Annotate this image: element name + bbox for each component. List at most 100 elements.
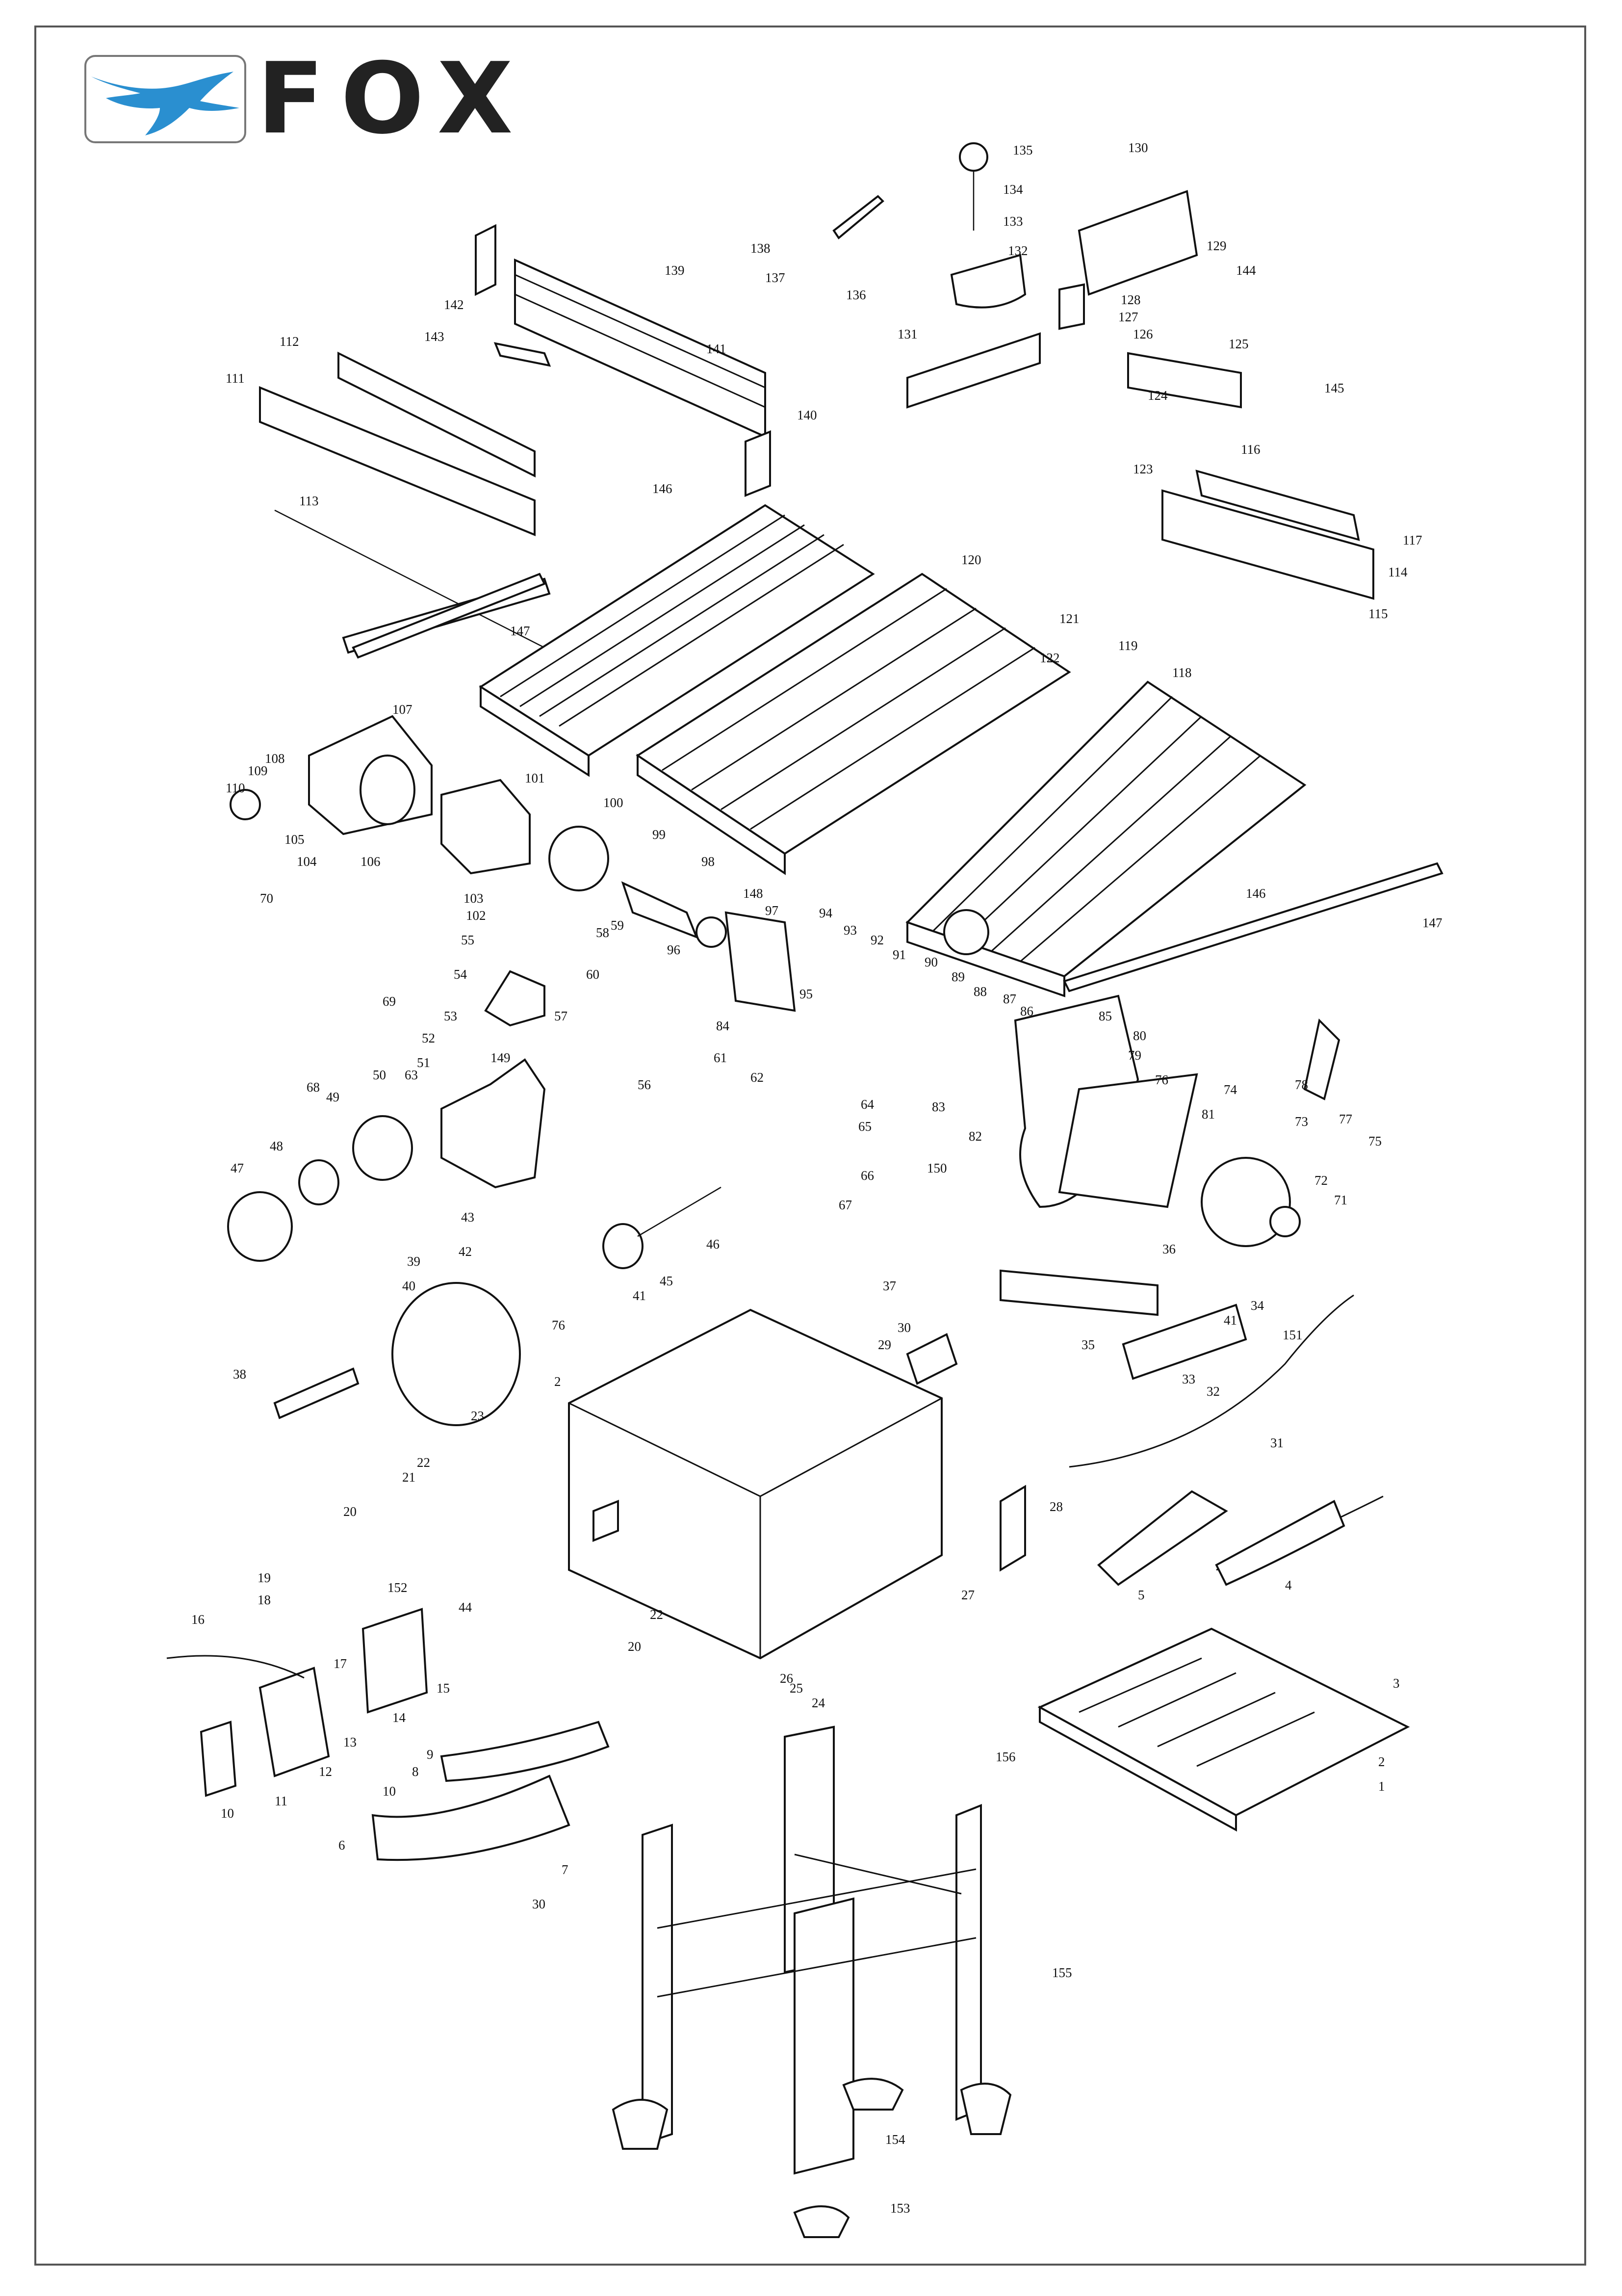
part-callout-55: 55 — [461, 933, 474, 947]
part-callout-97: 97 — [765, 903, 778, 918]
part-callout-43: 43 — [461, 1210, 474, 1225]
part-callout-66: 66 — [861, 1168, 874, 1183]
part-callout-123: 123 — [1133, 462, 1153, 476]
part-callout-76-b: 76 — [552, 1318, 565, 1332]
part-callout-151: 151 — [1283, 1328, 1303, 1342]
part-callout-45: 45 — [660, 1274, 673, 1288]
part-callout-147: 147 — [510, 624, 530, 638]
part-callout-155: 155 — [1052, 1965, 1072, 1980]
part-callout-108: 108 — [265, 751, 285, 766]
part-callout-90: 90 — [925, 955, 938, 969]
part-callout-124: 124 — [1148, 388, 1168, 403]
part-callout-150: 150 — [927, 1161, 947, 1175]
part-callout-141: 141 — [706, 341, 726, 356]
part-callout-144: 144 — [1236, 263, 1256, 278]
part-callout-37: 37 — [883, 1278, 896, 1293]
part-callout-132: 132 — [1008, 243, 1028, 258]
part-callout-152: 152 — [387, 1580, 408, 1595]
rip-fence-assembly — [475, 224, 771, 497]
part-callout-50: 50 — [373, 1068, 386, 1082]
part-callout-92: 92 — [871, 933, 884, 947]
part-callout-111: 111 — [226, 371, 245, 386]
part-callout-133: 133 — [1003, 214, 1023, 229]
part-callout-115: 115 — [1368, 606, 1388, 621]
part-callout-82: 82 — [969, 1129, 982, 1144]
part-callout-101: 101 — [525, 771, 545, 785]
part-callout-71: 71 — [1334, 1193, 1347, 1207]
part-callout-57: 57 — [554, 1009, 567, 1023]
part-callout-149: 149 — [490, 1050, 511, 1065]
part-callout-103: 103 — [463, 891, 484, 906]
part-callout-19: 19 — [257, 1570, 271, 1585]
part-callout-89: 89 — [952, 969, 965, 984]
stand-assembly — [612, 1725, 1012, 2238]
part-callout-21: 21 — [402, 1470, 415, 1485]
part-callout-11: 11 — [275, 1794, 287, 1808]
part-callout-24: 24 — [812, 1696, 825, 1710]
part-callout-26: 26 — [780, 1671, 793, 1686]
part-callout-137: 137 — [765, 270, 785, 285]
part-callout-31: 31 — [1270, 1435, 1284, 1450]
part-callout-84: 84 — [716, 1018, 730, 1033]
mitre-gauge-assembly — [832, 142, 1041, 409]
part-callout-2: 2 — [1378, 1754, 1385, 1769]
part-callout-107: 107 — [392, 702, 412, 717]
part-callout-32: 32 — [1207, 1384, 1220, 1399]
part-callout-47: 47 — [231, 1161, 244, 1175]
part-callout-106: 106 — [360, 854, 381, 869]
part-callout-130: 130 — [1128, 140, 1148, 155]
part-callout-75: 75 — [1368, 1134, 1382, 1148]
part-callout-128: 128 — [1121, 292, 1141, 307]
part-callout-114: 114 — [1388, 565, 1408, 579]
table-top-center — [636, 573, 1071, 875]
part-callout-33: 33 — [1182, 1372, 1195, 1386]
part-callout-78: 78 — [1295, 1077, 1308, 1092]
part-callout-145: 145 — [1324, 381, 1344, 395]
part-callout-147-b: 147 — [1422, 915, 1442, 930]
part-callout-140: 140 — [797, 408, 817, 422]
part-callout-139: 139 — [665, 263, 685, 278]
part-callout-74: 74 — [1224, 1082, 1237, 1097]
part-callout-9: 9 — [427, 1747, 434, 1762]
part-callout-83: 83 — [932, 1099, 945, 1114]
extension-table — [1037, 1500, 1410, 1832]
part-callout-122: 122 — [1040, 651, 1060, 665]
part-callout-136: 136 — [846, 287, 866, 302]
part-callout-69: 69 — [383, 994, 396, 1009]
part-callout-36: 36 — [1162, 1242, 1176, 1256]
part-callout-10: 10 — [383, 1784, 396, 1799]
part-callout-1: 1 — [1378, 1779, 1385, 1794]
part-callout-23: 23 — [471, 1409, 484, 1423]
part-callout-8: 8 — [412, 1764, 419, 1779]
part-callout-95: 95 — [799, 987, 813, 1001]
part-callout-126: 126 — [1133, 327, 1153, 341]
part-callout-44: 44 — [459, 1600, 472, 1615]
part-callout-30: 30 — [532, 1897, 545, 1911]
part-callouts: 1234567891011121314151617181920212223242… — [191, 140, 1442, 2216]
part-callout-118: 118 — [1172, 665, 1192, 680]
support-arms — [352, 573, 1443, 992]
part-callout-80: 80 — [1133, 1028, 1146, 1043]
part-callout-94: 94 — [819, 906, 833, 920]
part-callout-72: 72 — [1314, 1173, 1328, 1188]
part-callout-22-b: 22 — [650, 1607, 663, 1622]
part-callout-112: 112 — [280, 334, 299, 349]
cabinet-assembly — [568, 1308, 1026, 1660]
part-callout-120: 120 — [961, 552, 981, 567]
part-callout-25: 25 — [790, 1681, 803, 1696]
part-callout-88: 88 — [974, 984, 987, 999]
height-adjust-assembly — [227, 970, 721, 1426]
part-callout-53: 53 — [444, 1009, 457, 1023]
part-callout-34: 34 — [1251, 1298, 1264, 1313]
part-callout-16: 16 — [191, 1612, 205, 1627]
part-callout-27: 27 — [961, 1588, 975, 1602]
part-callout-42: 42 — [459, 1244, 472, 1259]
part-callout-87: 87 — [1003, 991, 1016, 1006]
part-callout-153: 153 — [890, 2201, 910, 2216]
part-callout-131: 131 — [898, 327, 918, 341]
part-callout-81: 81 — [1202, 1107, 1215, 1122]
part-callout-5: 5 — [1138, 1588, 1145, 1602]
part-callout-28: 28 — [1050, 1499, 1063, 1514]
part-callout-68: 68 — [307, 1080, 320, 1095]
